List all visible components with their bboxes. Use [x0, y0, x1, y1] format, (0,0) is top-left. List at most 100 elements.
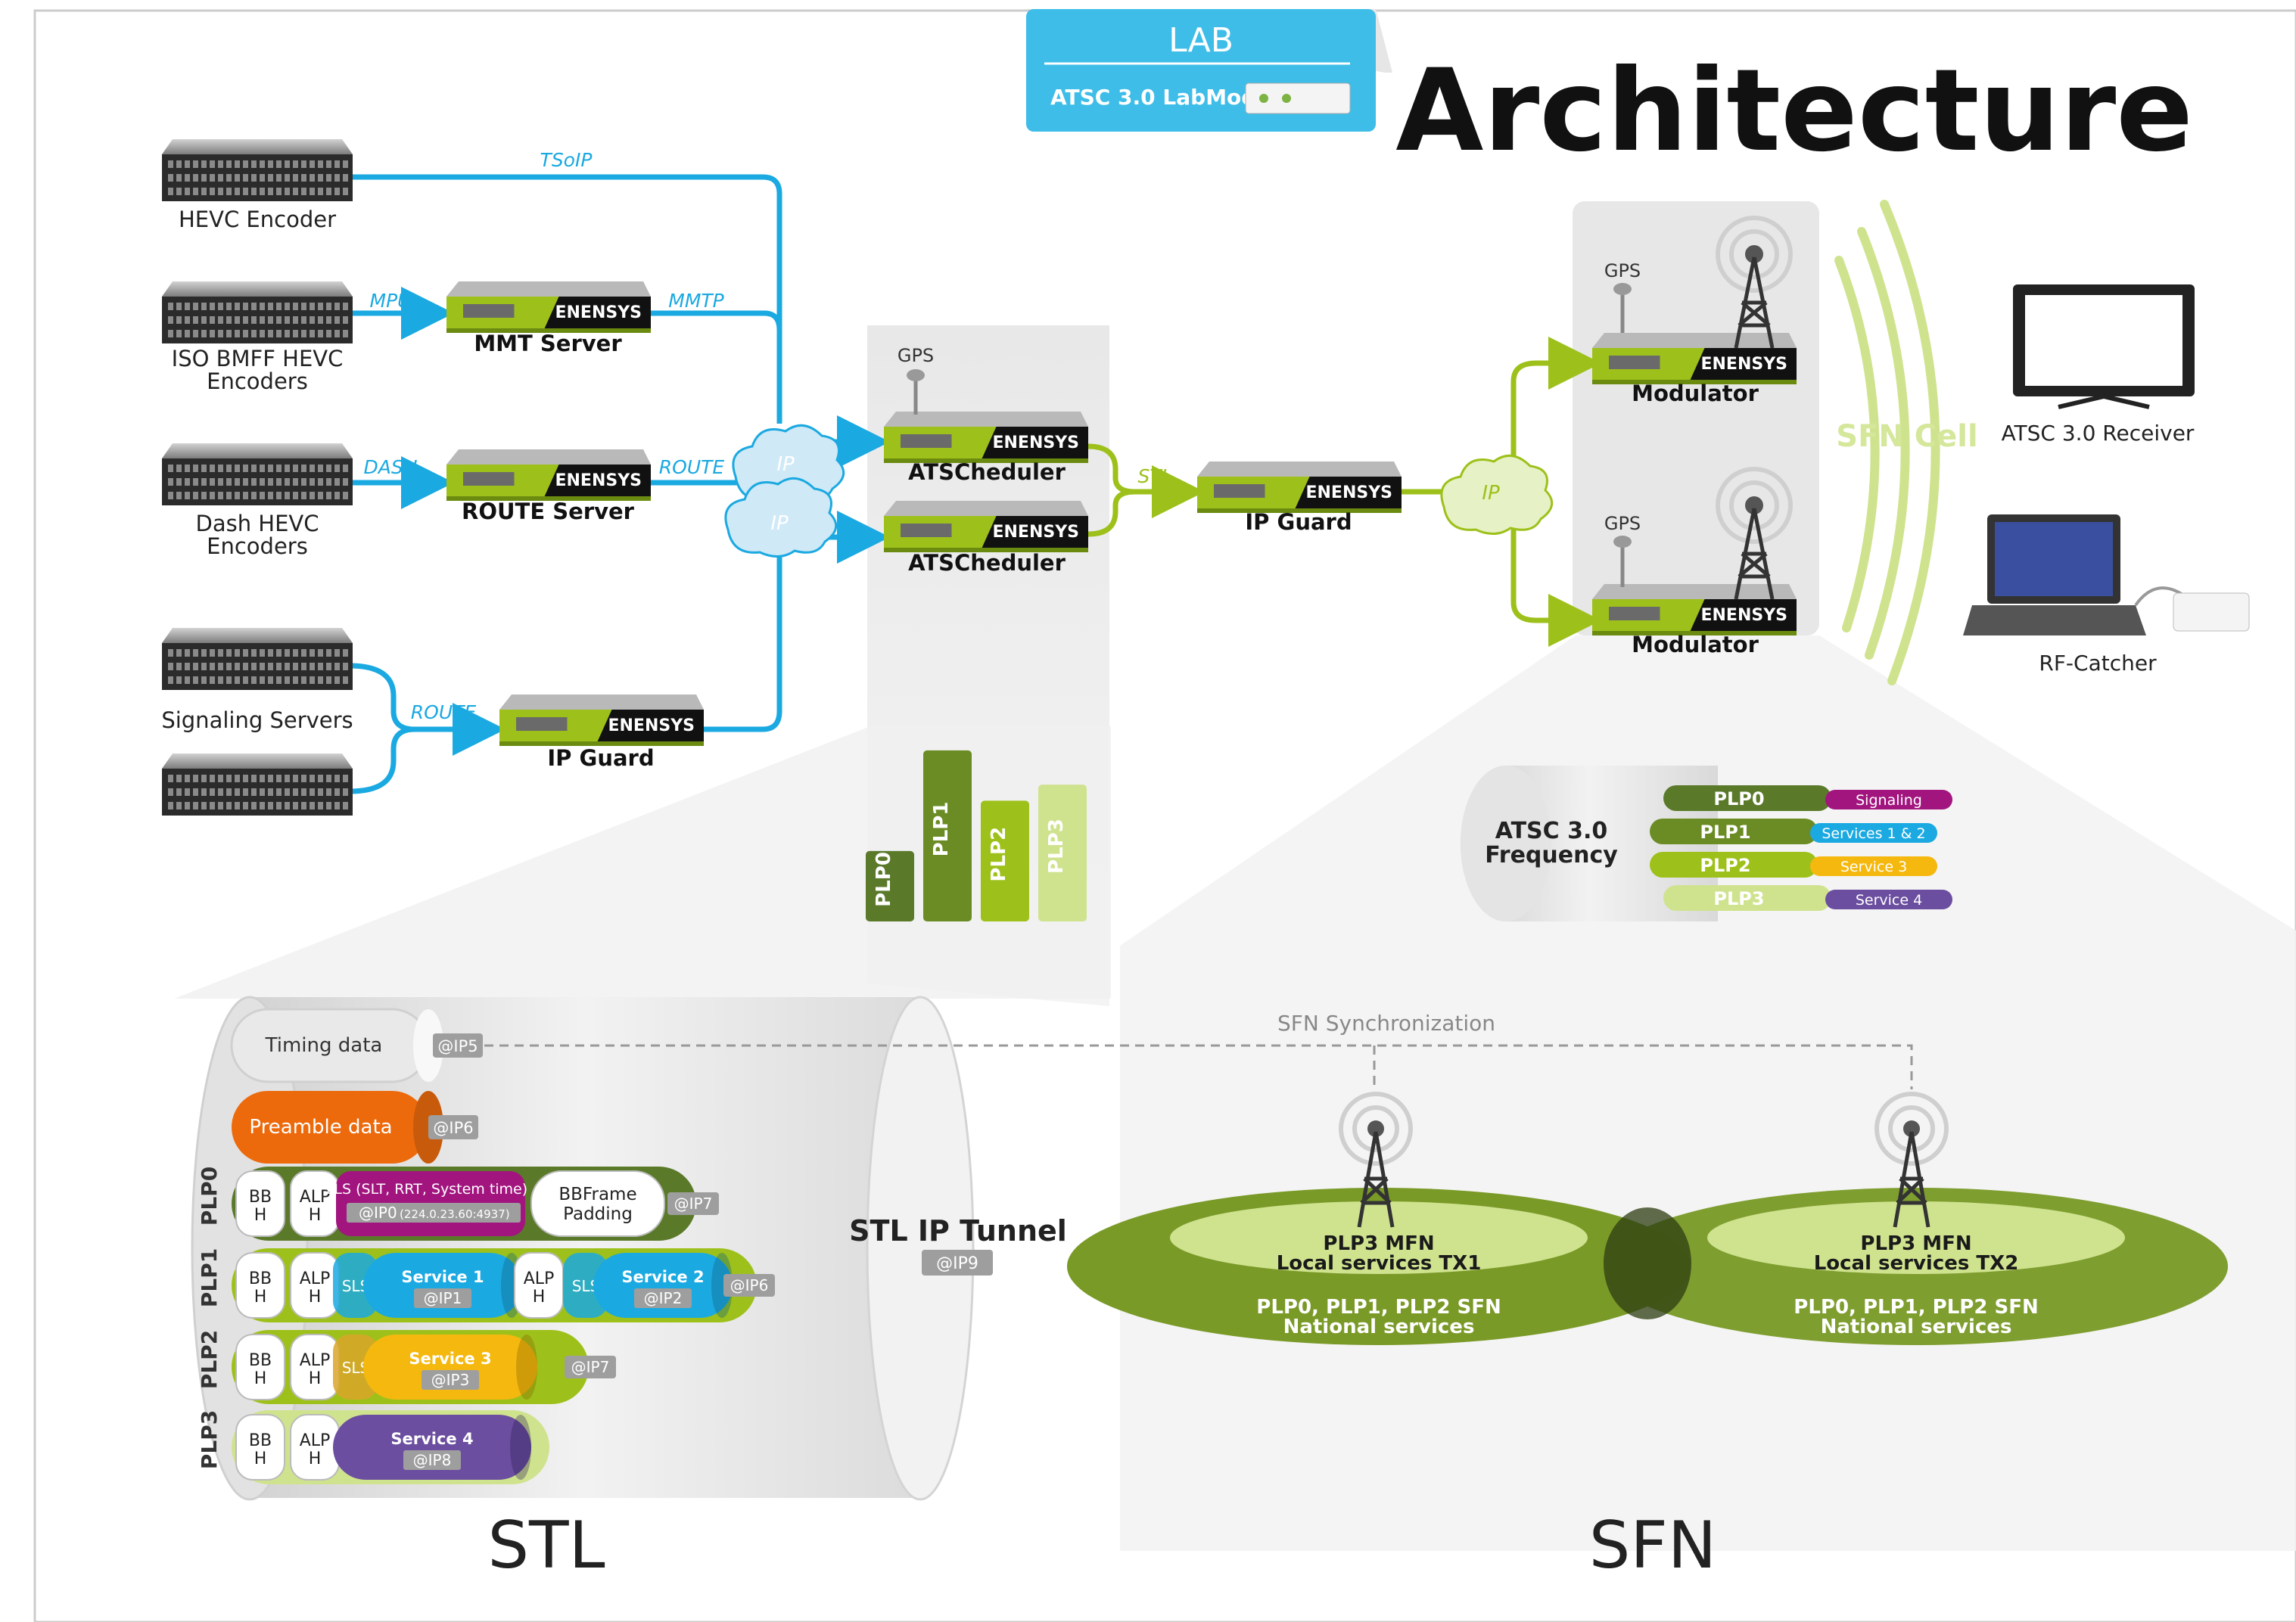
plp-bar-label: PLP2 — [988, 827, 1010, 882]
preamble-data-label: Preamble data — [249, 1116, 392, 1139]
enensys-logo: ENENSYS — [1700, 606, 1787, 625]
hevc-encoder-label: HEVC Encoder — [179, 207, 336, 232]
stl-plp-row-label: PLP2 — [197, 1330, 222, 1389]
tsoip-label: TSoIP — [540, 149, 593, 171]
plp-bar-0 — [866, 850, 914, 921]
ipguard-left-box[interactable]: ENENSYS — [499, 694, 704, 746]
svg-text:H: H — [254, 1450, 267, 1468]
svg-text:@IP6: @IP6 — [730, 1276, 769, 1294]
receiver-label: ATSC 3.0 Receiver — [2002, 421, 2195, 446]
modulator1-label: Modulator — [1632, 381, 1759, 406]
svg-text:BB: BB — [249, 1188, 272, 1207]
svg-text:@IP3: @IP3 — [431, 1371, 470, 1389]
service-pipe: Service 3@IP3 — [363, 1335, 537, 1400]
gps-antenna-icon — [1613, 536, 1632, 587]
atsc-frequency-cylinder: ATSC 3.0 Frequency — [1461, 766, 1718, 921]
svg-text:H: H — [309, 1450, 322, 1468]
svg-text:@IP5: @IP5 — [437, 1037, 478, 1055]
lls-pipe: LLS (SLT, RRT, System time) @IP0(224.0.23… — [326, 1171, 527, 1236]
ip6-tag: @IP6 — [723, 1274, 775, 1297]
svg-text:Service 2: Service 2 — [621, 1268, 704, 1286]
service-pipe: Service 4 @IP8 — [333, 1415, 531, 1480]
rack-encoder-icon[interactable] — [162, 139, 353, 201]
svg-text:Service 4: Service 4 — [390, 1430, 473, 1448]
gps-label-mod2: GPS — [1604, 513, 1641, 534]
enensys-logo: ENENSYS — [992, 433, 1079, 452]
scheduler2-box[interactable]: ENENSYS — [884, 501, 1088, 552]
frequency-service-label: Services 1 & 2 — [1822, 825, 1925, 842]
plp-bar-2 — [981, 800, 1029, 921]
alp-header-label: ALP — [524, 1269, 555, 1288]
svg-text:@IP8: @IP8 — [413, 1451, 452, 1469]
ip-cloud-green: IP — [1440, 454, 1554, 535]
stl-zoom-beam — [174, 726, 1111, 999]
frequency-plp-label: PLP2 — [1700, 855, 1750, 876]
mpu-label: MPU — [370, 290, 412, 312]
ip6-tag: @IP6 — [428, 1115, 478, 1139]
plp-bar-label: PLP3 — [1045, 819, 1068, 874]
rack-encoder-icon[interactable] — [162, 754, 353, 816]
tv-receiver-icon[interactable] — [2013, 284, 2195, 409]
svg-text:H: H — [254, 1206, 267, 1225]
tx1-mfn-line2: Local services TX1 — [1277, 1252, 1482, 1275]
sfn-overlap — [1604, 1207, 1691, 1319]
svg-text:@IP7: @IP7 — [674, 1195, 713, 1213]
sfn-zone-tx1 — [1067, 1188, 1691, 1345]
transmitter-tower-icon — [1716, 216, 1793, 349]
svg-text:LLS (SLT, RRT, System time): LLS (SLT, RRT, System time) — [326, 1181, 527, 1198]
stl-plp-row-label: PLP0 — [197, 1167, 222, 1226]
ip5-tag: @IP5 — [433, 1033, 483, 1058]
blue-links — [349, 174, 890, 794]
svg-text:@IP0: @IP0 — [359, 1204, 397, 1222]
svg-text:ALP: ALP — [300, 1188, 331, 1207]
svg-text:ALP: ALP — [300, 1269, 331, 1288]
enensys-logo: ENENSYS — [555, 303, 642, 322]
svg-text:ALP: ALP — [300, 1351, 331, 1370]
plp-bar-3 — [1038, 785, 1087, 921]
svg-text:H: H — [254, 1369, 267, 1388]
scheduler1-box[interactable]: ENENSYS — [884, 412, 1088, 463]
svg-text:H: H — [309, 1206, 322, 1225]
transmitter-tower-icon — [1874, 1092, 1949, 1228]
rack-encoder-icon[interactable] — [162, 443, 353, 505]
sfn-cell-label: SFN Cell — [1836, 419, 1977, 454]
modulator2-box[interactable]: ENENSYS — [1592, 584, 1797, 635]
svg-text:@IP2: @IP2 — [644, 1289, 683, 1307]
laptop-rf-catcher-icon[interactable] — [1963, 514, 2250, 635]
svg-text:BB: BB — [249, 1351, 272, 1370]
frequency-label-line1: ATSC 3.0 — [1495, 818, 1608, 844]
svg-text:H: H — [309, 1288, 322, 1307]
svg-text:Service 1: Service 1 — [401, 1268, 484, 1286]
service-pipe: Service 1@IP1 — [363, 1253, 522, 1318]
mmt-server-box[interactable]: ENENSYS — [446, 281, 651, 333]
modulator2-label: Modulator — [1632, 632, 1759, 657]
route-server-box[interactable]: ENENSYS — [446, 449, 651, 501]
modulator1-box[interactable]: ENENSYS — [1592, 333, 1797, 384]
svg-text:H: H — [254, 1288, 267, 1307]
svg-text:@IP6: @IP6 — [433, 1119, 473, 1137]
plp-bar-label: PLP1 — [930, 802, 953, 857]
stl-tunnel-label: STL IP Tunnel — [849, 1214, 1067, 1248]
plp-bar-label: PLP0 — [873, 852, 895, 907]
svg-text:@IP7: @IP7 — [571, 1358, 610, 1376]
gps-antenna-icon — [907, 369, 925, 415]
stl-plp-row-label: PLP1 — [197, 1248, 222, 1307]
timing-data-label: Timing data — [265, 1034, 383, 1057]
ip9-tag: @IP9 — [922, 1250, 993, 1276]
lab-badge[interactable]: LAB ATSC 3.0 LabMod — [1026, 9, 1392, 132]
sfn-cell-waves-icon — [1834, 200, 1940, 685]
ip-cloud-2-label: IP — [770, 512, 789, 535]
dash-encoder-label-line2: Encoders — [207, 533, 308, 559]
route-signal-label: ROUTE — [411, 701, 477, 723]
plp-bars: PLP0 PLP1 PLP2 PLP3 — [866, 750, 1087, 921]
svg-text:(224.0.23.60:4937): (224.0.23.60:4937) — [400, 1207, 510, 1221]
ipguard-mid-box[interactable]: ENENSYS — [1197, 461, 1402, 513]
dash-encoder-label-line1: Dash HEVC — [195, 511, 319, 536]
mmt-server-label: MMT Server — [474, 331, 622, 356]
rack-encoder-icon[interactable] — [162, 281, 353, 343]
rack-encoder-icon[interactable] — [162, 628, 353, 690]
ip7-tag: @IP7 — [667, 1192, 719, 1215]
